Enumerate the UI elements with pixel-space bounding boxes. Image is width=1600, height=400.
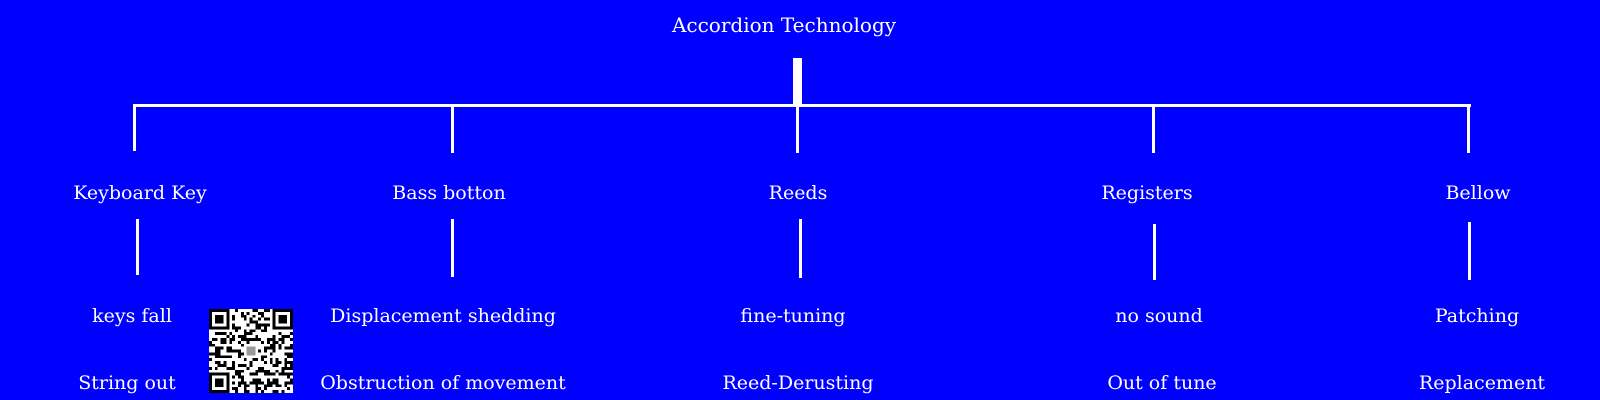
leaf-connector-bass-botton xyxy=(451,219,454,277)
leaf-fine-tuning: fine-tuning xyxy=(740,305,846,327)
leaf-out-of-tune: Out of tune xyxy=(1107,372,1217,394)
leaf-no-sound: no sound xyxy=(1115,305,1203,327)
branch-connector-bass-botton xyxy=(451,104,454,153)
branch-label-reeds: Reeds xyxy=(768,182,828,204)
branch-connector-registers xyxy=(1152,104,1155,153)
qr-code-icon xyxy=(209,309,293,393)
leaf-keys-fall: keys fall xyxy=(92,305,172,327)
leaf-connector-bellow xyxy=(1468,222,1471,280)
leaf-reed-derusting: Reed-Derusting xyxy=(722,372,874,394)
leaf-connector-registers xyxy=(1153,224,1156,280)
branch-label-bellow: Bellow xyxy=(1445,182,1511,204)
qr-code-graphic xyxy=(209,309,293,393)
branch-label-registers: Registers xyxy=(1101,182,1193,204)
leaf-connector-keyboard-key xyxy=(136,219,139,275)
horizontal-bar xyxy=(133,104,1471,107)
leaf-connector-reeds xyxy=(799,219,802,278)
branch-connector-reeds xyxy=(796,107,799,153)
branch-label-keyboard-key: Keyboard Key xyxy=(73,182,207,204)
leaf-obstruction-of-movement: Obstruction of movement xyxy=(320,372,566,394)
leaf-patching: Patching xyxy=(1434,305,1520,327)
root-label: Accordion Technology xyxy=(671,13,897,37)
root-stem xyxy=(793,58,802,106)
branch-connector-keyboard-key xyxy=(133,104,136,151)
leaf-replacement: Replacement xyxy=(1418,372,1546,394)
branch-label-bass-botton: Bass botton xyxy=(392,182,506,204)
leaf-displacement-shedding: Displacement shedding xyxy=(330,305,556,327)
leaf-string-out: String out xyxy=(78,372,176,394)
branch-connector-bellow xyxy=(1467,104,1470,153)
